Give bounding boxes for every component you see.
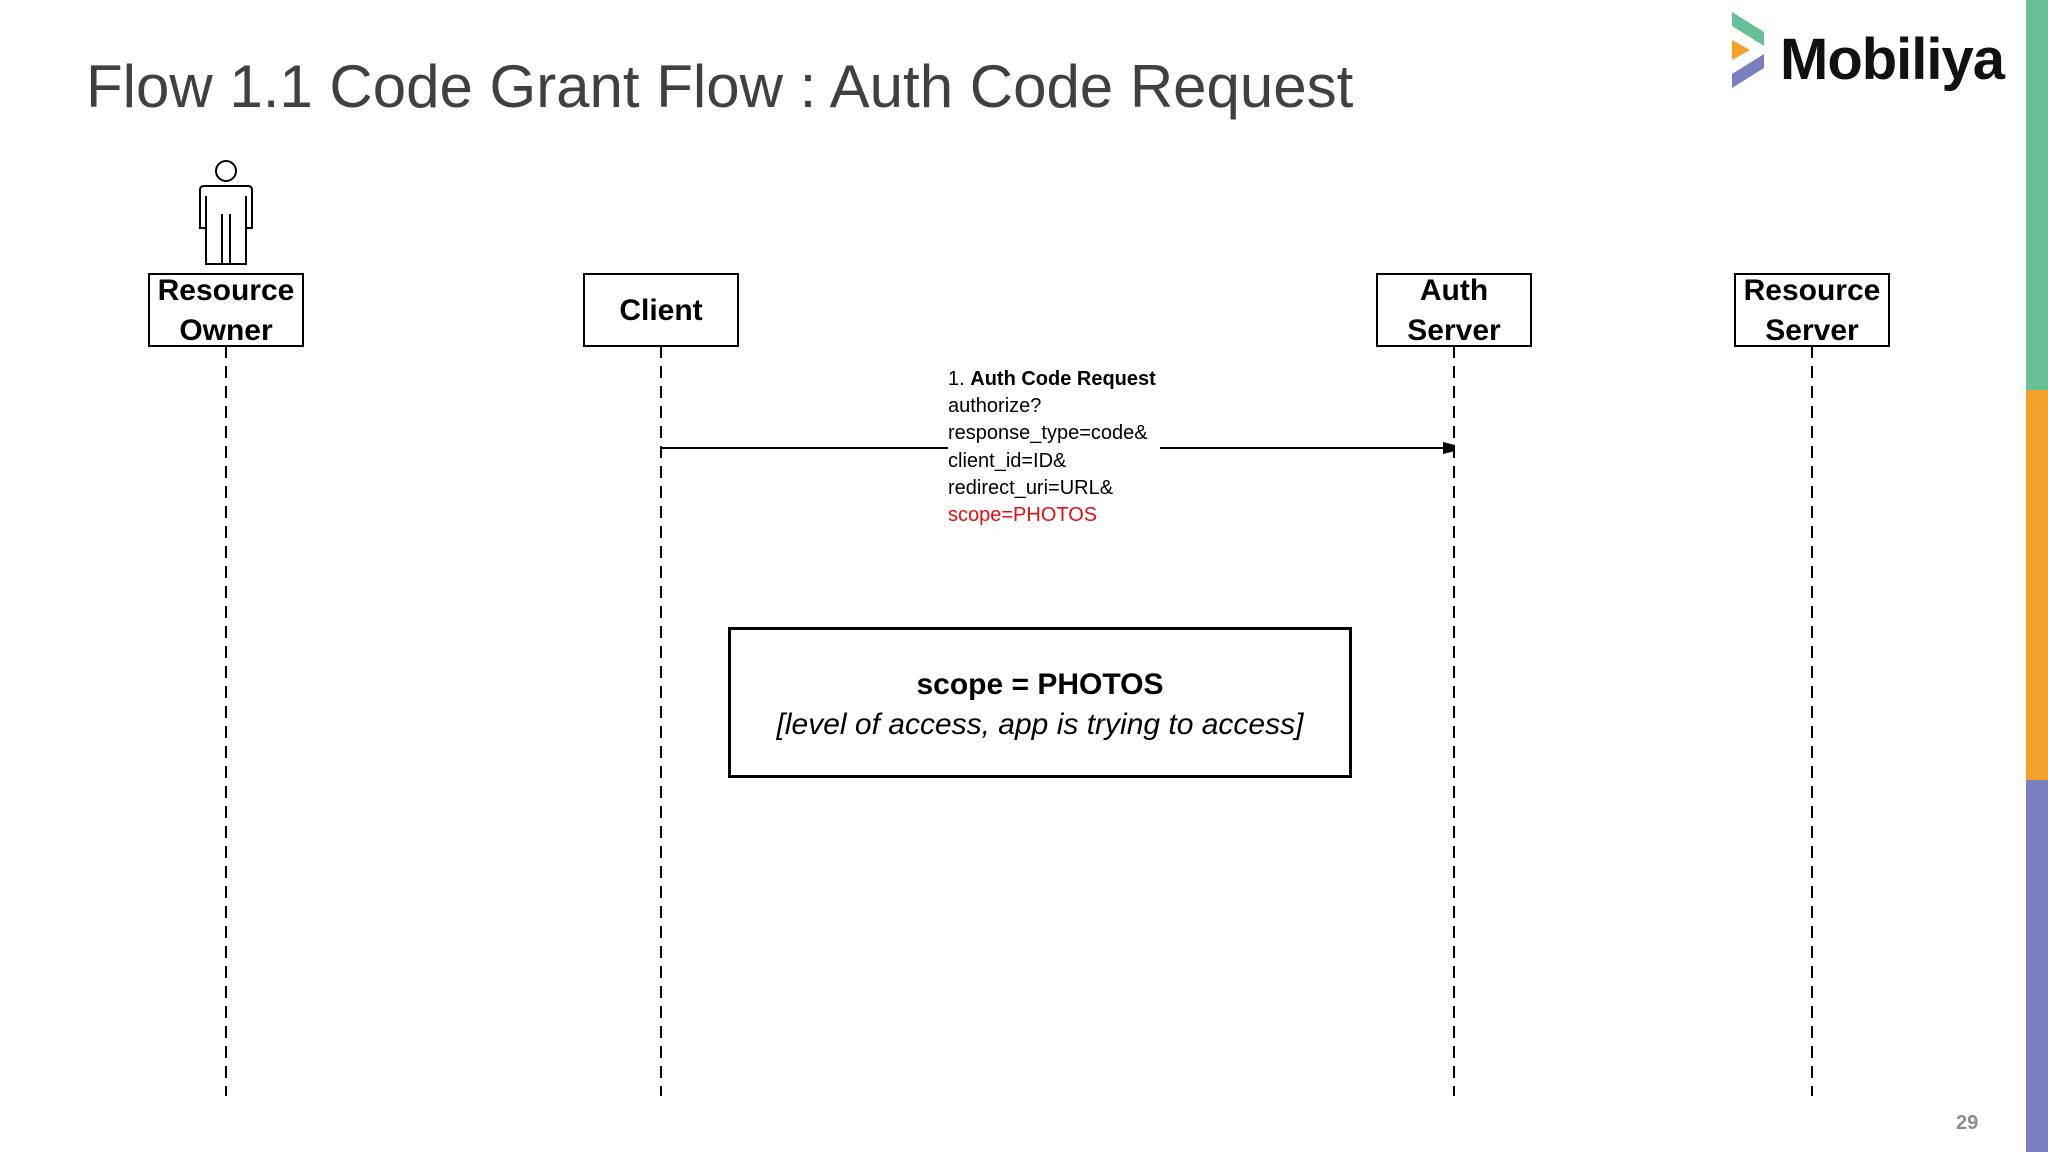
logo-mark-icon: [1732, 12, 1764, 88]
person-icon: [199, 160, 253, 265]
logo-text: Mobiliya: [1780, 27, 2005, 92]
actor-auth-server: Auth Server: [1376, 273, 1532, 347]
slide-title: Flow 1.1 Code Grant Flow : Auth Code Req…: [86, 53, 1354, 120]
note-title: scope = PHOTOS: [916, 668, 1164, 701]
actor-label-line: Auth: [1420, 274, 1488, 307]
actor-resource-server: Resource Server: [1734, 273, 1890, 347]
accent-stripe-purple: [2026, 780, 2048, 1152]
message-line: authorize?: [948, 395, 1042, 418]
actor-label-line: Server: [1765, 314, 1859, 347]
actor-label-line: Resource: [158, 274, 295, 307]
actor-label-line: Server: [1407, 314, 1501, 347]
message-label: 1. Auth Code Request authorize? response…: [948, 366, 1160, 530]
actor-resource-owner: Resource Owner: [148, 273, 304, 347]
message-title: Auth Code Request: [970, 368, 1156, 390]
message-line: client_id=ID&: [948, 449, 1067, 472]
actor-client: Client: [583, 273, 739, 347]
scope-note: scope = PHOTOS [level of access, app is …: [728, 627, 1352, 778]
message-heading: 1. Auth Code Request: [948, 366, 1156, 393]
actor-label-line: Resource: [1744, 274, 1881, 307]
actor-label-line: Owner: [179, 314, 273, 347]
accent-stripe-green: [2026, 0, 2048, 390]
note-subtitle: [level of access, app is trying to acces…: [776, 708, 1304, 741]
page-number: 29: [1956, 1112, 1979, 1134]
message-line: response_type=code&: [948, 422, 1148, 445]
actor-label-line: Client: [619, 294, 702, 327]
mobiliya-logo: Mobiliya: [1728, 10, 2008, 100]
message-line: redirect_uri=URL&: [948, 476, 1114, 499]
message-number: 1.: [948, 368, 965, 390]
accent-stripe-orange: [2026, 390, 2048, 780]
message-scope-line: scope=PHOTOS: [948, 504, 1098, 527]
